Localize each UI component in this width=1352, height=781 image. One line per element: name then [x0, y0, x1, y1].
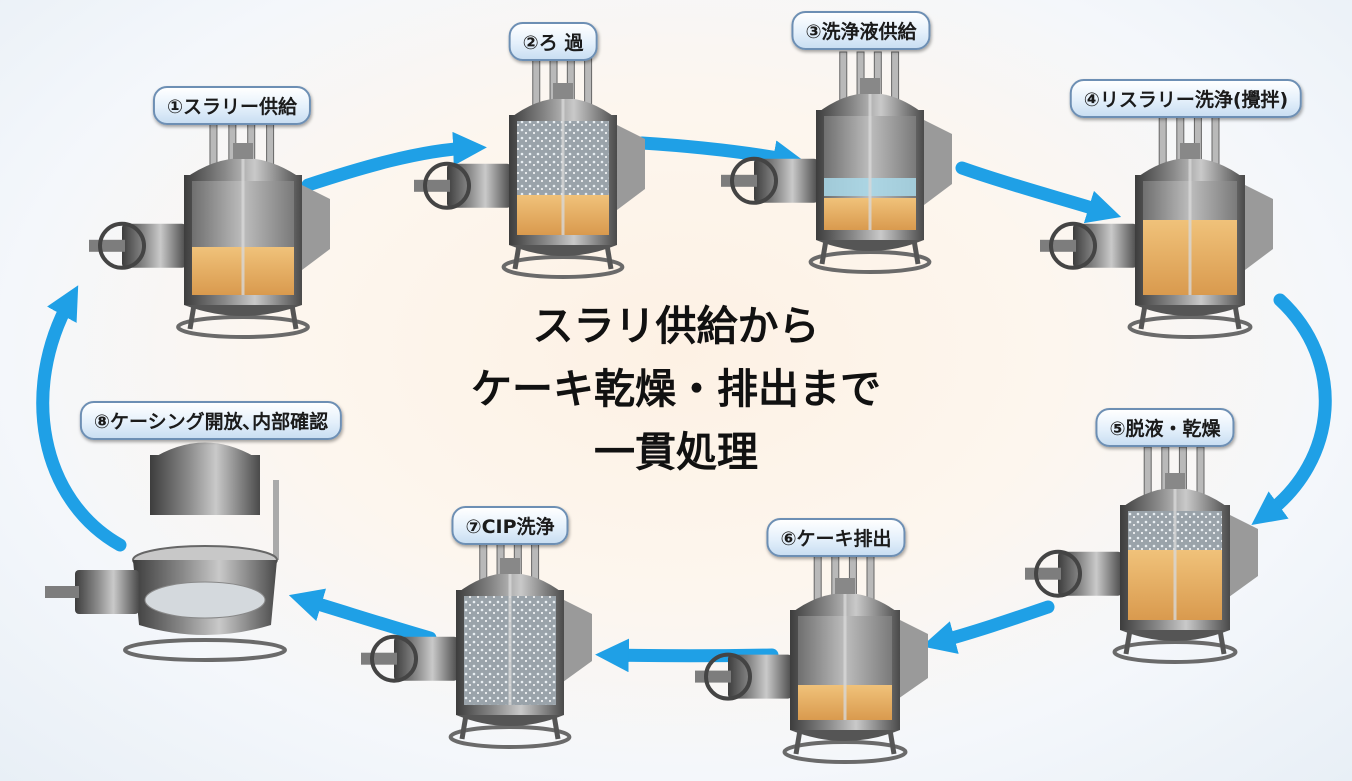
arrow-3-to-4 — [955, 161, 1122, 224]
step-label-5: ⑤脱液・乾燥 — [1095, 408, 1235, 447]
step-label-7: ⑦CIP洗浄 — [451, 506, 569, 545]
vessel-step-8 — [45, 442, 287, 662]
center-caption: スラリ供給から ケーキ乾燥・排出まで 一貫処理 — [471, 295, 881, 484]
step-label-6: ⑥ケーキ排出 — [766, 518, 906, 557]
center-line-3: 一貫処理 — [594, 428, 758, 476]
arrow-4-to-5 — [1251, 293, 1332, 526]
center-line-1: スラリ供給から — [532, 302, 820, 350]
arrow-1-to-2 — [301, 131, 487, 192]
vessel-step-2 — [414, 56, 645, 279]
vessel-step-6 — [695, 551, 928, 764]
vessel-step-3 — [721, 51, 952, 274]
center-line-2: ケーキ乾燥・排出まで — [471, 365, 881, 413]
step-label-2: ②ろ 過 — [508, 22, 598, 61]
vessel-step-1 — [89, 116, 330, 339]
vessel-step-5 — [1025, 446, 1258, 664]
step-label-8: ⑧ケーシング開放､内部確認 — [79, 401, 343, 440]
step-label-4: ④リスラリー洗浄(攪拌) — [1069, 79, 1303, 118]
vessel-step-7 — [361, 531, 592, 749]
vessel-step-4 — [1040, 116, 1273, 339]
step-label-1: ①スラリー供給 — [152, 86, 312, 125]
step-label-3: ③洗浄液供給 — [791, 11, 931, 50]
arrow-5-to-6 — [921, 600, 1055, 654]
arrow-7-to-8 — [288, 588, 437, 645]
arrow-2-to-3 — [635, 136, 807, 174]
arrow-8-to-1 — [36, 285, 127, 552]
